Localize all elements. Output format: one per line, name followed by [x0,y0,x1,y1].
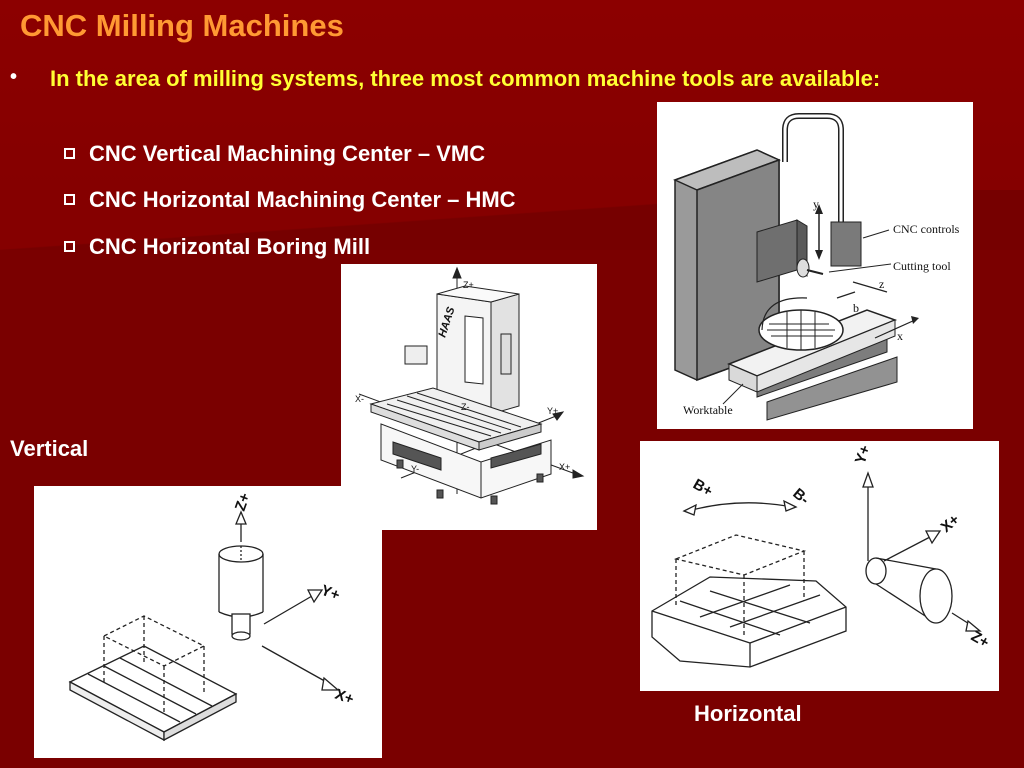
list-item-label: CNC Vertical Machining Center – VMC [89,141,486,166]
haas-diagram-panel: Z+ Z- X- X+ Y+ Y- HAAS [341,264,597,530]
checkbox-bullet-icon [64,193,75,205]
horizontal-axis-y-label: Y+ [852,443,874,467]
checkbox-bullet-icon [64,147,75,159]
axis-y-label: y [813,197,819,211]
list-item-label: CNC Horizontal Machining Center – HMC [89,187,516,212]
axis-b-label: b [853,301,859,315]
vertical-axes-diagram: Z+ Y+ X+ [68,490,357,742]
bullet-dot-icon: • [10,66,18,88]
horizontal-axis-b-plus-label: B+ [690,476,716,501]
axis-z-plus-label: Z+ [463,280,474,290]
slide-title: CNC Milling Machines [20,8,344,43]
vertical-axis-z-label: Z+ [232,490,254,513]
axis-y-minus-label: Y- [411,464,419,474]
vertical-axis-x-label: X+ [333,686,357,708]
worktable-label: Worktable [683,403,733,417]
axis-x-plus-label: X+ [559,462,570,472]
cutting-tool-label: Cutting tool [893,259,951,273]
horizontal-axes-panel: Y+ B+ B- X+ Z+ [640,441,999,691]
horizontal-axis-x-label: X+ [938,511,963,536]
main-bullet: • In the area of milling systems, three … [10,64,1000,94]
hmc-machine-diagram: y CNC controls Cutting tool z b x Workta… [673,113,960,421]
cnc-controls-label: CNC controls [893,222,960,236]
axis-x-minus-label: X- [355,394,364,404]
list-item-label: CNC Horizontal Boring Mill [89,234,371,259]
list-item-boring-mill: CNC Horizontal Boring Mill [64,234,370,260]
horizontal-axes-diagram: Y+ B+ B- X+ Z+ [651,443,992,668]
vertical-axes-panel: Z+ Y+ X+ [34,486,382,758]
haas-vmc-diagram: Z+ Z- X- X+ Y+ Y- HAAS [355,266,585,505]
vertical-label: Vertical [10,436,89,461]
bullet-text: In the area of milling systems, three mo… [50,66,881,91]
list-item-vmc: CNC Vertical Machining Center – VMC [64,141,485,167]
list-item-hmc: CNC Horizontal Machining Center – HMC [64,187,516,213]
axis-z-label: z [879,277,884,291]
axis-z-minus-label: Z- [461,402,470,412]
axis-y-plus-label: Y+ [547,406,558,416]
axis-x-label: x [897,329,903,343]
machine-diagram-panel: y CNC controls Cutting tool z b x Workta… [657,102,973,429]
checkbox-bullet-icon [64,240,75,252]
horizontal-label: Horizontal [694,701,802,726]
horizontal-axis-z-label: Z+ [968,628,992,652]
vertical-axis-y-label: Y+ [319,582,343,604]
